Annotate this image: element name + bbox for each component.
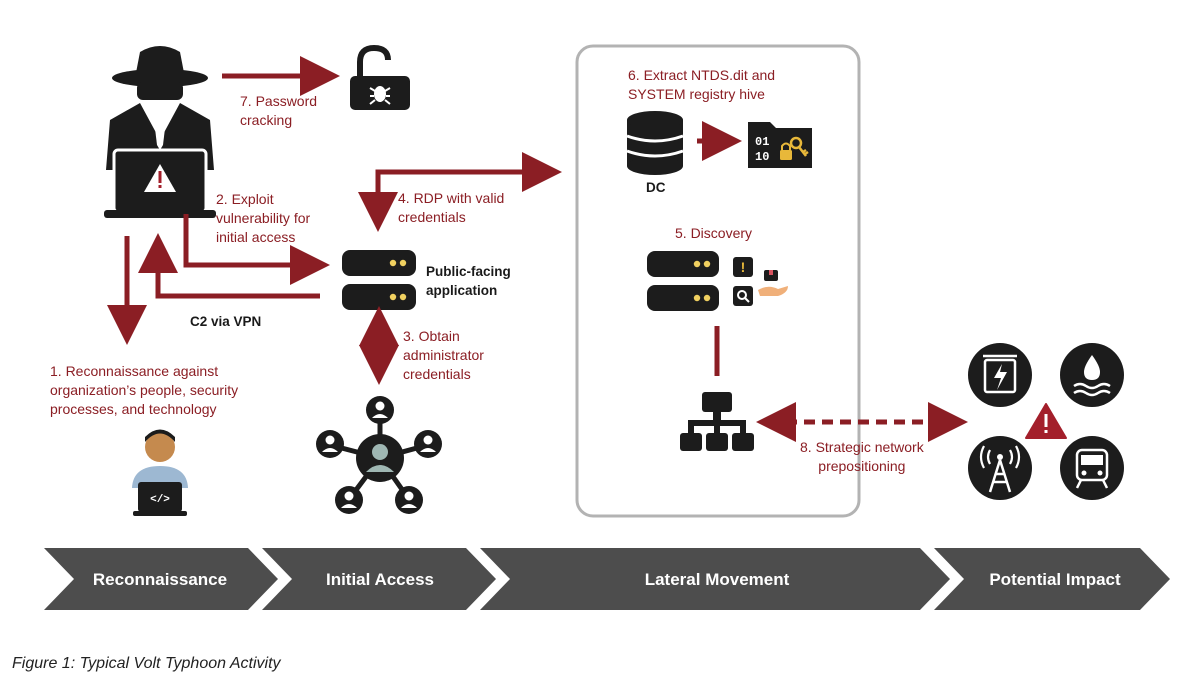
step-8-strategic: 8. Strategic network prepositioning — [800, 439, 924, 474]
lateral-movement-box — [575, 44, 861, 518]
step-2-exploit: 2. Exploit vulnerability for initial acc… — [216, 191, 311, 245]
arrow-exploit — [183, 214, 330, 285]
folder-binary-bottom: 10 — [755, 150, 769, 164]
water-icon — [1060, 343, 1124, 407]
power-plant-icon — [968, 343, 1032, 407]
phase-label-initial-access: Initial Access — [326, 570, 434, 589]
alert-triangle-icon — [1025, 403, 1067, 439]
dc-label: DC — [646, 180, 666, 195]
step-6-extract: 6. Extract NTDS.dit and SYSTEM registry … — [628, 67, 776, 102]
public-facing-application-label: Public-facing application — [426, 264, 511, 298]
network-topology-icon — [680, 392, 754, 451]
arrow-c2-vpn — [138, 233, 320, 299]
hacker-icon — [104, 46, 216, 218]
encrypted-folder-icon: 01 10 — [748, 122, 812, 168]
radio-tower-icon — [968, 436, 1032, 500]
phase-chevron-potential-impact — [934, 548, 1170, 610]
server-stack-icon — [342, 250, 416, 310]
folder-binary-top: 01 — [755, 135, 769, 149]
phase-label-potential-impact: Potential Impact — [989, 570, 1121, 589]
step-1-recon: 1. Reconnaissance against organization’s… — [50, 363, 239, 417]
step-5-discovery: 5. Discovery — [675, 225, 753, 241]
database-icon — [626, 111, 684, 175]
phase-chevron-lateral-movement — [480, 548, 950, 610]
step-3-obtain-admin: 3. Obtain administrator credentials — [403, 328, 484, 382]
step-7-password-cracking: 7. Password cracking — [240, 93, 318, 128]
phase-label-lateral-movement: Lateral Movement — [645, 570, 790, 589]
unlocked-bug-padlock-icon — [350, 44, 410, 110]
svg-text:</>: </> — [150, 494, 170, 506]
step-4-rdp: 4. RDP with valid credentials — [398, 190, 505, 225]
c2-via-vpn-label: C2 via VPN — [190, 314, 262, 329]
train-icon — [1060, 436, 1124, 500]
phase-chevron-reconnaissance — [44, 548, 278, 610]
figure-caption: Figure 1: Typical Volt Typhoon Activity — [12, 655, 281, 672]
phase-label-reconnaissance: Reconnaissance — [93, 570, 227, 589]
phase-bar: Reconnaissance Initial Access Lateral Mo… — [44, 548, 1170, 610]
network-users-icon — [316, 396, 442, 514]
discovery-server-icon: ! — [647, 251, 788, 311]
developer-icon: </> — [132, 429, 188, 516]
phase-chevron-initial-access — [262, 548, 496, 610]
svg-text:!: ! — [741, 259, 746, 275]
